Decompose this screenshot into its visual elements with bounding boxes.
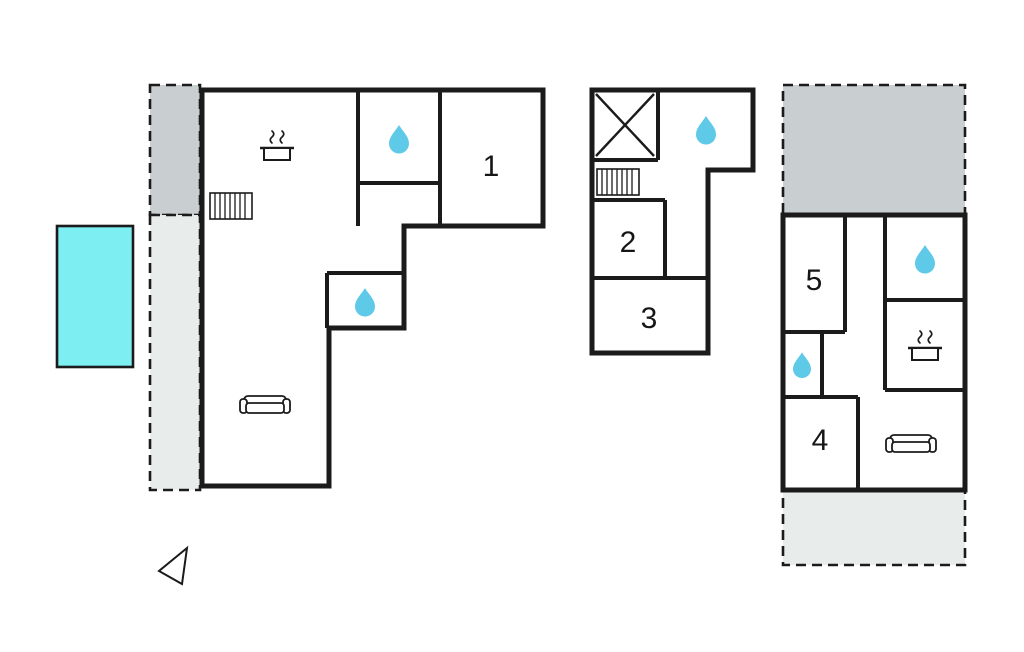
sofa-icon — [239, 395, 291, 414]
room-4-label: 4 — [812, 424, 829, 457]
building-main: 1 — [199, 87, 546, 489]
room-3-label: 3 — [641, 302, 658, 335]
pool — [55, 224, 135, 369]
north-arrow-icon — [157, 545, 189, 586]
building-upper: 2 3 — [589, 87, 756, 356]
crossed-box-icon — [595, 93, 655, 157]
stairs-icon — [209, 192, 253, 220]
exterior-wall — [199, 87, 546, 489]
terrace-light-left — [148, 213, 202, 492]
terrace-dark-left — [148, 83, 202, 217]
building-annex: 5 4 — [780, 212, 968, 493]
terrace-light-right — [781, 488, 967, 567]
sofa-icon — [885, 434, 937, 453]
stairs-icon — [596, 168, 640, 196]
cross-line — [595, 93, 655, 157]
room-1-label: 1 — [483, 150, 500, 183]
terrace-dark-right — [781, 83, 967, 217]
exterior-wall — [589, 87, 756, 356]
room-5-label: 5 — [806, 264, 823, 297]
room-2-label: 2 — [620, 226, 637, 259]
